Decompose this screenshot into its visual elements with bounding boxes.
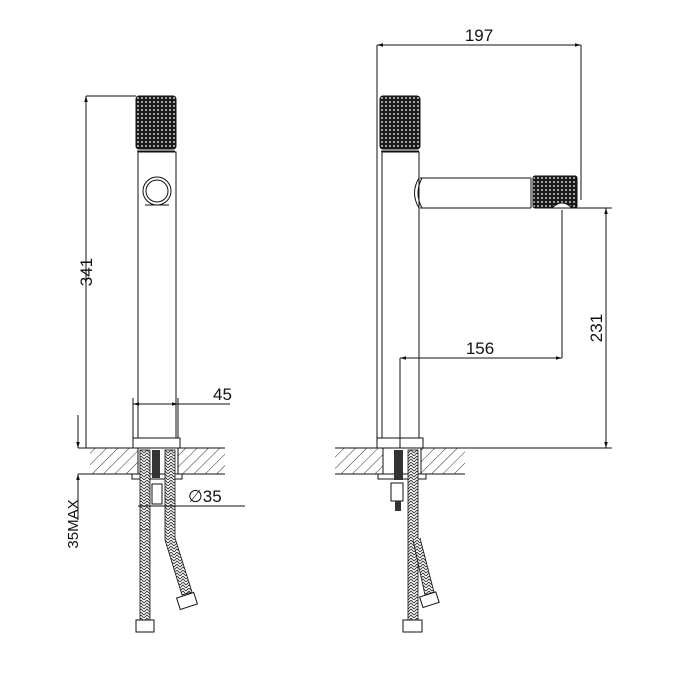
side-view: 197 156 231 bbox=[335, 26, 612, 633]
dim-spout-reach: 156 bbox=[466, 339, 494, 358]
knurled-handle-icon bbox=[135, 95, 177, 150]
hose-nut-icon bbox=[402, 619, 423, 633]
dim-hole-diameter: ∅35 bbox=[188, 487, 222, 506]
front-view: 341 45 ∅35 35MAX bbox=[65, 95, 245, 633]
dim-overall-depth: 197 bbox=[465, 26, 493, 45]
hose-nut-icon bbox=[418, 591, 440, 609]
dim-overall-height: 341 bbox=[77, 258, 96, 286]
dim-spout-height: 231 bbox=[587, 314, 606, 342]
hose-nut-icon bbox=[135, 619, 155, 633]
knurled-aerator-icon bbox=[532, 175, 578, 209]
dim-body-width: 45 bbox=[213, 385, 232, 404]
lever-knob-icon bbox=[142, 176, 172, 206]
knurled-handle-icon bbox=[379, 95, 421, 150]
dim-max-thickness: 35MAX bbox=[65, 499, 82, 548]
hose-nut-icon bbox=[175, 591, 199, 611]
